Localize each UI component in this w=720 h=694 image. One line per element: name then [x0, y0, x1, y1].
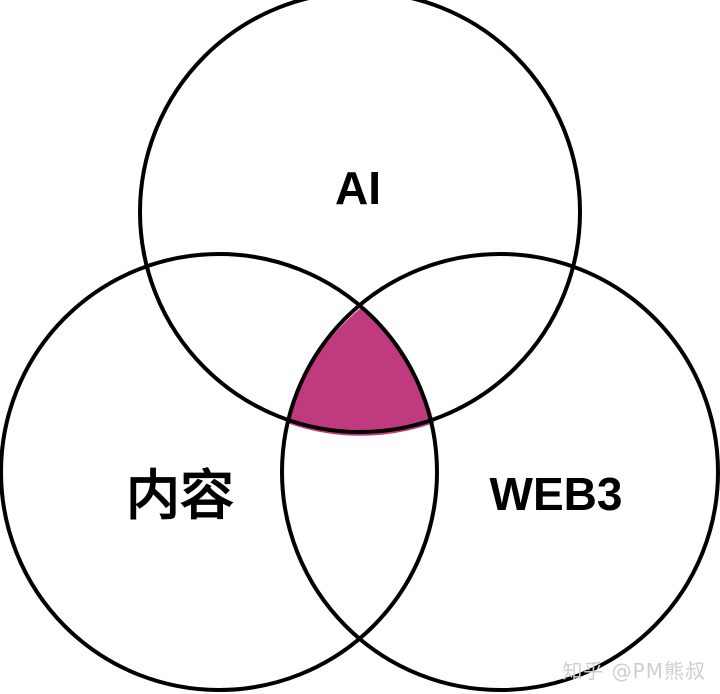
- label-web3: WEB3: [490, 468, 623, 520]
- watermark-text: 知乎 @PM熊叔: [562, 659, 706, 683]
- label-ai: AI: [335, 162, 381, 214]
- circle-web3: [280, 252, 720, 692]
- circle-content: [0, 252, 439, 692]
- circle-ai: [138, 0, 582, 434]
- label-content: 内容: [126, 466, 234, 526]
- triple-intersection-region: [287, 307, 434, 436]
